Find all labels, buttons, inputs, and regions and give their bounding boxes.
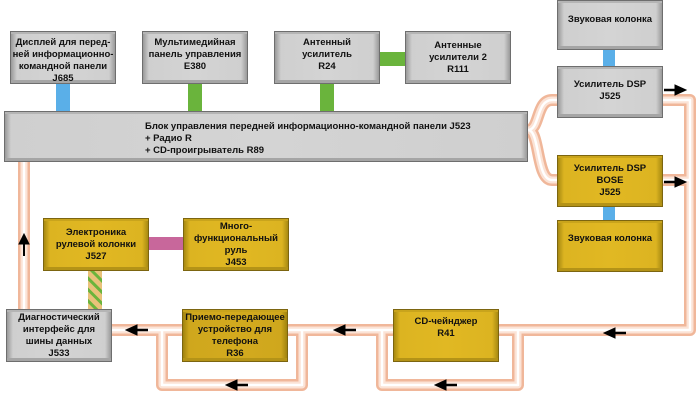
diagnostic-interface-j533-box: Диагностический интерфейс для шины данны… xyxy=(6,309,112,362)
box-line: Антенные xyxy=(434,39,482,51)
antenna-amplifiers-r111-box: Антенные усилители 2 R111 xyxy=(405,31,511,84)
box-line: CD-чейнджер xyxy=(414,316,478,327)
link-antenna-main xyxy=(320,84,334,112)
link-multimedia-main xyxy=(188,84,202,112)
box-line: панель управления xyxy=(148,49,242,60)
link-steering-wheel xyxy=(148,237,184,250)
box-line: + CD-проигрыватель R89 xyxy=(145,145,265,156)
box-line: J525 xyxy=(599,91,621,102)
box-line: рулевой колонки xyxy=(55,239,137,250)
box-line: R36 xyxy=(226,348,244,359)
box-line: функциональный xyxy=(193,233,279,244)
box-line: + Радио R xyxy=(145,133,192,144)
box-line: Антенный xyxy=(303,37,351,48)
dsp-amplifier-j525-box: Усилитель DSP J525 xyxy=(557,66,663,118)
box-line: R24 xyxy=(318,61,336,72)
link-display-main xyxy=(56,84,70,112)
arrow-left-icon xyxy=(602,327,626,339)
multifunction-wheel-j453-box: Много- функциональный руль J453 xyxy=(183,218,289,271)
box-line: устройство для xyxy=(197,324,273,335)
box-line: Диагностический xyxy=(18,312,100,323)
box-line: J527 xyxy=(85,251,107,262)
arrow-left-icon xyxy=(224,379,248,391)
box-line: шины данных xyxy=(25,336,93,347)
arrow-left-icon xyxy=(124,324,148,336)
link-antenna-antenna2 xyxy=(378,52,406,66)
box-line: телефона xyxy=(211,336,259,347)
box-line: Приемо-передающее xyxy=(185,312,285,323)
link-speaker-dsp xyxy=(603,50,615,68)
box-line: R111 xyxy=(447,63,469,75)
steering-column-electronics-j527-box: Электроника рулевой колонки J527 xyxy=(43,218,149,271)
arrow-right-icon xyxy=(664,176,688,188)
link-bose-speaker xyxy=(603,206,615,220)
box-line: интерфейс для xyxy=(22,324,96,335)
box-line: Блок управления передней информационно-к… xyxy=(145,121,471,132)
box-line: Звуковая колонка xyxy=(567,233,653,244)
box-line: J525 xyxy=(599,187,621,198)
box-line: BOSE xyxy=(596,175,624,186)
display-j685-box: Дисплей для перед- ней информационно- ко… xyxy=(10,31,116,84)
box-line: Дисплей для перед- xyxy=(15,37,111,48)
arrow-right-icon xyxy=(664,84,688,96)
antenna-amplifier-r24-box: Антенный усилитель R24 xyxy=(274,31,380,84)
box-line: усилитель xyxy=(302,49,352,60)
arrow-left-icon xyxy=(433,379,457,391)
cd-changer-r41-box: CD-чейнджер R41 xyxy=(393,309,499,362)
dsp-bose-j525-box: Усилитель DSP BOSE J525 xyxy=(557,155,663,207)
box-line: Усилитель DSP xyxy=(573,163,647,174)
box-line: Мультимедийная xyxy=(154,37,236,48)
box-line: J453 xyxy=(225,257,247,268)
arrow-left-icon xyxy=(332,324,356,336)
box-line: E380 xyxy=(183,61,207,72)
box-line: Звуковая колонка xyxy=(567,14,653,25)
box-line: Усилитель DSP xyxy=(573,79,647,90)
arrow-up-icon xyxy=(18,232,30,256)
speaker-bottom-box: Звуковая колонка xyxy=(557,220,663,272)
box-line: руль xyxy=(224,245,248,256)
speaker-top-box: Звуковая колонка xyxy=(557,0,663,50)
box-line: усилители 2 xyxy=(429,51,487,63)
box-line: ней информационно- xyxy=(12,49,114,60)
main-unit-j523-box: Блок управления передней информационно-к… xyxy=(4,111,528,162)
box-line: R41 xyxy=(437,328,455,339)
multimedia-e380-box: Мультимедийная панель управления E380 xyxy=(142,31,248,84)
phone-transceiver-r36-box: Приемо-передающее устройство для телефон… xyxy=(182,309,288,362)
direction-arrows xyxy=(18,84,688,391)
link-steering-diagnostic xyxy=(88,271,102,311)
box-line: J533 xyxy=(48,348,70,359)
box-line: J685 xyxy=(52,73,74,84)
box-line: командной панели xyxy=(18,61,108,72)
box-line: Много- xyxy=(219,221,253,232)
box-line: Электроника xyxy=(65,227,127,238)
